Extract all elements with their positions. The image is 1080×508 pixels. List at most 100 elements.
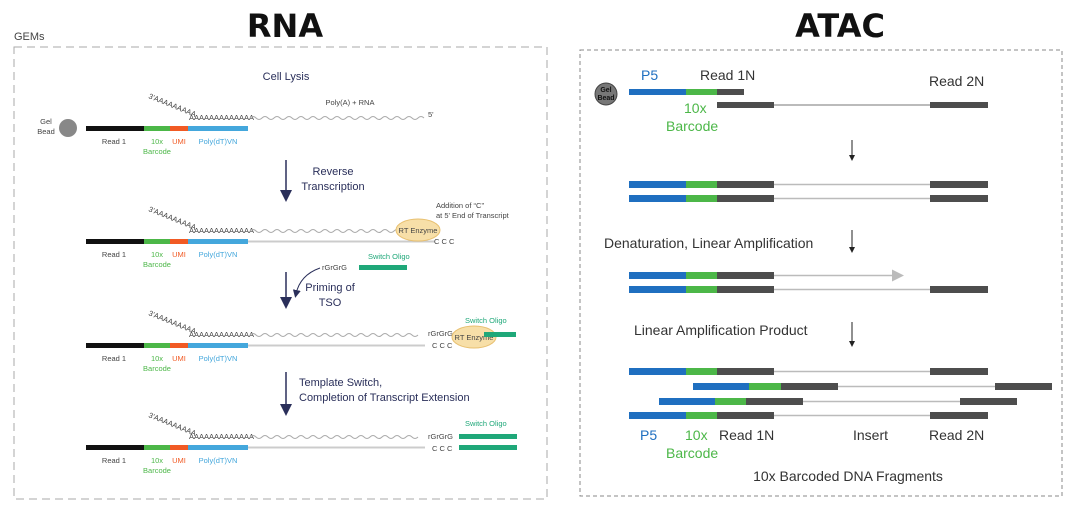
- read1-segment: [86, 126, 144, 131]
- rt-enzyme-label: RT Enzyme: [399, 226, 438, 235]
- read1n-segment: [717, 272, 774, 279]
- barcode-label-line1: 10x: [685, 427, 708, 443]
- atac-fragments: [629, 368, 1052, 419]
- barcode-label-line1: 10x: [151, 250, 163, 259]
- rt-enzyme-label: RT Enzyme: [455, 333, 494, 342]
- read2n-segment: [930, 286, 988, 293]
- gel-bead-label-line2: Bead: [37, 127, 55, 136]
- rna-wave: [249, 229, 401, 233]
- p5-segment: [629, 89, 686, 95]
- addition-c-label-line1: Addition of “C”: [436, 201, 484, 210]
- read1n-segment: [717, 195, 774, 202]
- read1n-segment: [717, 286, 774, 293]
- read1n-segment: [717, 181, 774, 188]
- priming-tso-label-line2: TSO: [319, 297, 342, 309]
- rna-wave: [249, 333, 419, 337]
- umi-segment: [170, 239, 188, 244]
- template-switch-label-line1: Template Switch,: [299, 377, 382, 389]
- umi-segment: [170, 126, 188, 131]
- umi-label: UMI: [172, 354, 186, 363]
- read2n-segment: [930, 102, 988, 108]
- gel-bead-label-line2: Bead: [597, 95, 614, 102]
- barcode-segment: [686, 272, 717, 279]
- barcode-segment: [686, 412, 717, 419]
- read1n-complement: [717, 102, 774, 108]
- barcode-segment: [144, 445, 170, 450]
- barcode-segment: [686, 368, 717, 375]
- read2n-segment: [995, 383, 1052, 390]
- rna-stage-1: Gel Bead AAAAAAAAAAAAA 3'AAAAAAAAA Poly(…: [37, 92, 434, 156]
- read1n-segment: [781, 383, 838, 390]
- cell-lysis-label: Cell Lysis: [263, 71, 310, 83]
- addition-c-label-line2: at 5' End of Transcript: [436, 211, 510, 220]
- barcode-label-line1: 10x: [151, 354, 163, 363]
- switch-oligo: [484, 332, 516, 337]
- read1n-label: Read 1N: [719, 427, 774, 443]
- switch-oligo: [359, 265, 407, 270]
- rgrgrg-label: rGrGrG: [428, 329, 453, 338]
- read1-segment: [86, 445, 144, 450]
- polydt-segment: [188, 126, 248, 131]
- barcode-segment: [686, 286, 717, 293]
- atac-title: ATAC: [795, 7, 885, 45]
- gel-bead-label-line1: Gel: [600, 87, 611, 94]
- rgrgrg-label: rGrGrG: [428, 432, 453, 441]
- three-prime-tail: 3'AAAAAAAAA: [147, 205, 197, 232]
- polya-rna-label: Poly(A) + RNA: [326, 98, 375, 107]
- barcode-segment: [144, 126, 170, 131]
- read2n-segment: [930, 412, 988, 419]
- rna-panel-border: [13, 46, 548, 500]
- barcode-label-line2: Barcode: [143, 260, 171, 269]
- barcode-label-line2: Barcode: [143, 364, 171, 373]
- ccc-label: C C C: [434, 237, 455, 246]
- read2n-segment: [930, 181, 988, 188]
- switch-oligo-label: Switch Oligo: [465, 419, 507, 428]
- rna-title: RNA: [247, 7, 323, 45]
- atac-double-strand: [629, 181, 988, 202]
- rt-enzyme: [395, 218, 441, 242]
- rna-wave: [249, 435, 419, 439]
- read2n-segment: [960, 398, 1017, 405]
- read1-label: Read 1: [102, 456, 126, 465]
- insert-label: Insert: [853, 427, 888, 443]
- rna-stage-3: AAAAAAAAAAAAA 3'AAAAAAAAA rGrGrG C C C R…: [86, 309, 516, 373]
- p5-segment: [629, 195, 686, 202]
- rna-stage-2: AAAAAAAAAAAAA 3'AAAAAAAAA RT Enzyme C C …: [86, 201, 510, 269]
- switch-oligo-label: Switch Oligo: [465, 316, 507, 325]
- template-switch-label-line2: Completion of Transcript Extension: [299, 392, 470, 404]
- ccc-label: C C C: [432, 341, 453, 350]
- read2n-label: Read 2N: [929, 427, 984, 443]
- p5-label: P5: [640, 427, 657, 443]
- p5-segment: [629, 181, 686, 188]
- polydt-label: Poly(dT)VN: [199, 354, 238, 363]
- read1-label: Read 1: [102, 250, 126, 259]
- polydt-segment: [188, 445, 248, 450]
- read2n-segment: [930, 368, 988, 375]
- barcode-label-line1: 10x: [151, 137, 163, 146]
- p5-label: P5: [641, 67, 658, 83]
- poly-a-sequence: AAAAAAAAAAAAA: [189, 113, 254, 122]
- read1n-segment: [746, 398, 803, 405]
- read1-segment: [86, 239, 144, 244]
- switch-oligo-label: Switch Oligo: [368, 252, 410, 261]
- polydt-label: Poly(dT)VN: [199, 456, 238, 465]
- read1-segment: [86, 343, 144, 348]
- barcode-label-line2: Barcode: [666, 445, 718, 461]
- poly-a-sequence: AAAAAAAAAAAAA: [189, 330, 254, 339]
- barcode-label-line2: Barcode: [666, 118, 718, 134]
- denaturation-label: Denaturation, Linear Amplification: [604, 235, 813, 251]
- read1n-label: Read 1N: [700, 67, 755, 83]
- read1n-segment: [717, 89, 744, 95]
- gel-bead-label-line1: Gel: [40, 117, 52, 126]
- p5-segment: [629, 272, 686, 279]
- p5-segment: [693, 383, 749, 390]
- reverse-transcription-label-line2: Transcription: [301, 181, 364, 193]
- switch-oligo-complement: [459, 445, 517, 450]
- p5-segment: [629, 286, 686, 293]
- barcode-label-line2: Barcode: [143, 147, 171, 156]
- rna-panel: GEMs Cell Lysis Gel Bead AAAAAAAAAAAAA 3…: [13, 31, 548, 500]
- p5-segment: [629, 412, 686, 419]
- gel-bead: [59, 119, 77, 137]
- gel-bead: [594, 82, 618, 106]
